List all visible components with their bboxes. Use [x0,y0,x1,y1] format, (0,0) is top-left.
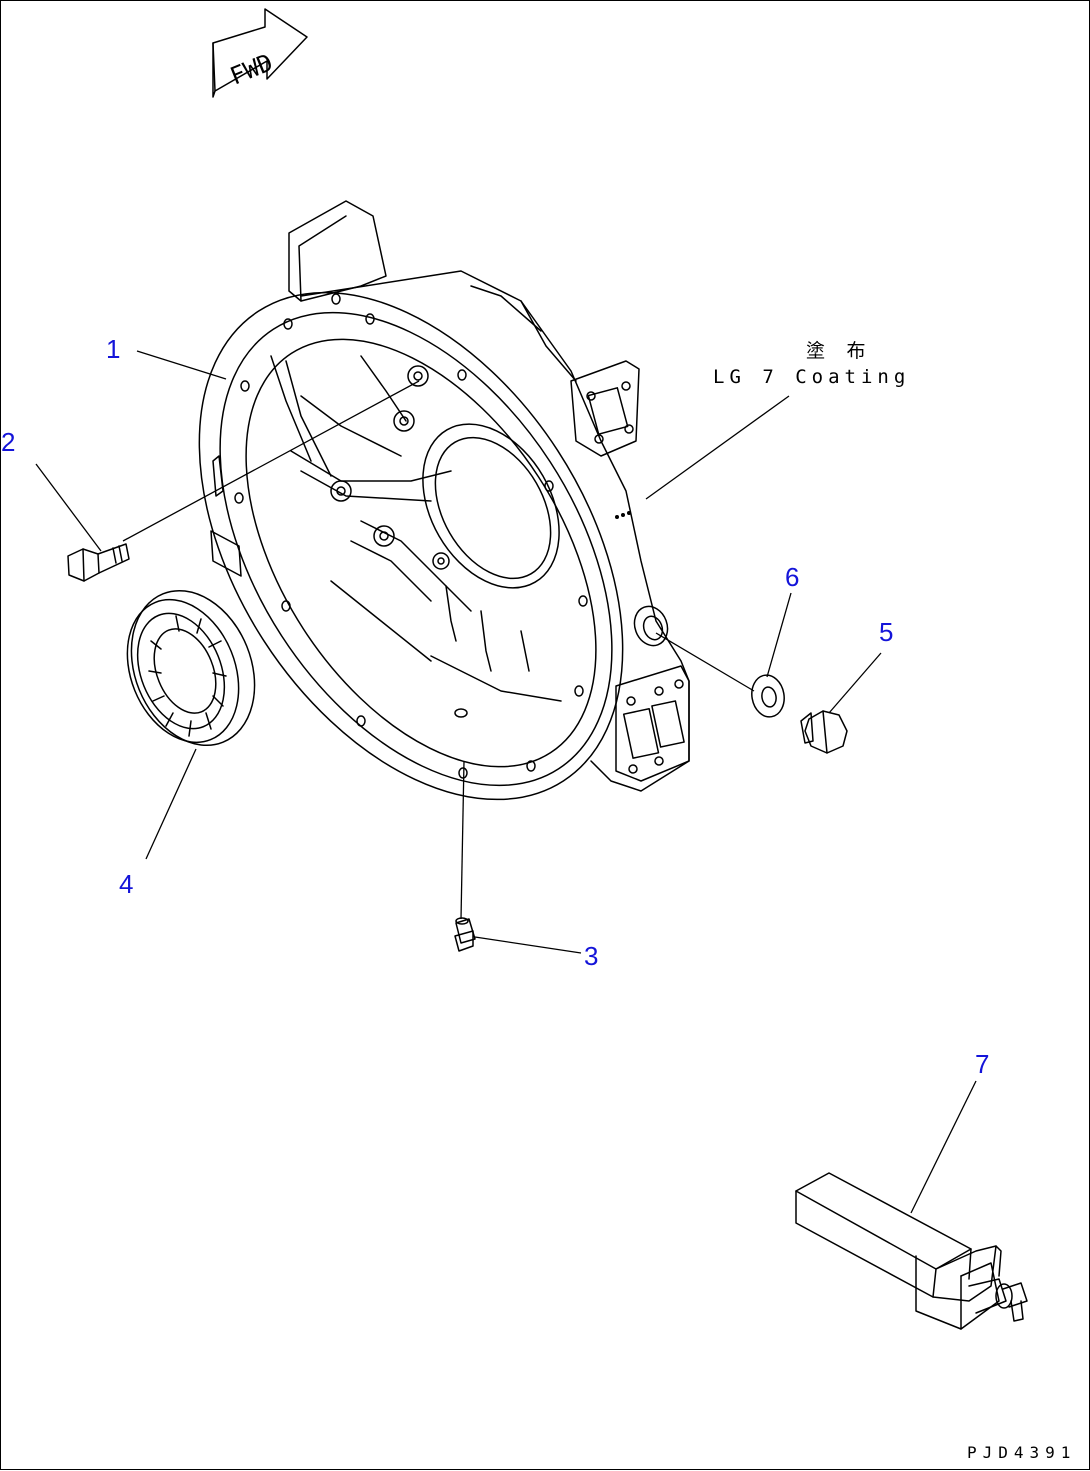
coating-note-jp: 塗 布 [806,340,871,362]
forward-arrow-icon: FWD [212,8,308,98]
oil-seal [126,589,256,747]
turning-tool [795,1172,1028,1330]
bolt [67,543,130,582]
callout-2: 2 [1,427,16,457]
callout-5: 5 [879,617,894,647]
coating-note-en: LG 7 Coating [713,366,911,388]
leader-lines [35,350,977,1214]
callout-1: 1 [106,334,121,364]
callout-7: 7 [975,1049,990,1079]
callout-3: 3 [584,941,599,971]
forward-arrow-label: FWD [226,48,277,90]
callout-4: 4 [119,869,134,899]
callout-6: 6 [785,562,800,592]
washer [751,674,785,718]
drawing-code: PJD4391 [967,1443,1077,1462]
nipple [454,917,476,952]
flywheel-housing [198,200,690,801]
plug [800,710,848,754]
